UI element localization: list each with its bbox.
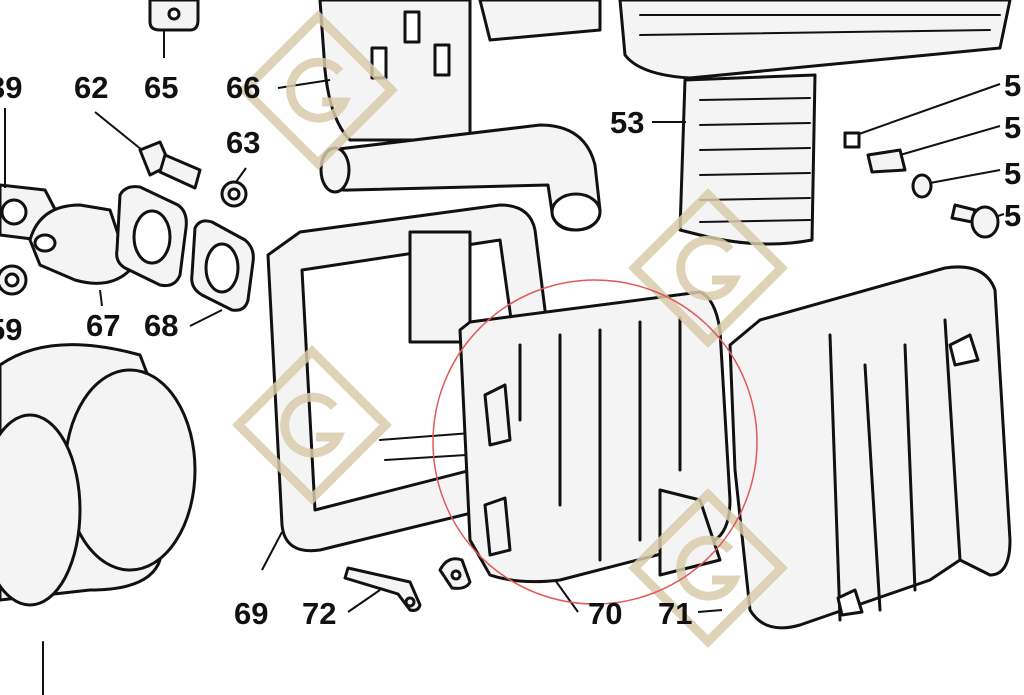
callout-69[interactable]: 69 xyxy=(234,596,268,631)
callout-72[interactable]: 72 xyxy=(302,596,336,631)
part-5-clamp[interactable] xyxy=(866,125,1001,174)
part-67-elbow[interactable] xyxy=(28,203,132,307)
callout-62[interactable]: 62 xyxy=(74,70,108,105)
part-63-nut[interactable] xyxy=(220,167,248,208)
callout-71[interactable]: 71 xyxy=(658,596,692,631)
callout-67[interactable]: 67 xyxy=(86,308,120,343)
g-watermark-icon xyxy=(238,10,398,170)
callout-5d[interactable]: 5 xyxy=(1004,198,1021,233)
part-59-nut[interactable] xyxy=(0,264,28,296)
part-5-bolt[interactable] xyxy=(950,203,1005,239)
callout-68[interactable]: 68 xyxy=(144,308,178,343)
part-72-bracket[interactable] xyxy=(343,557,472,613)
callout-65[interactable]: 65 xyxy=(144,70,178,105)
part-68-gasket[interactable] xyxy=(115,185,255,327)
callout-63[interactable]: 63 xyxy=(226,125,260,160)
part-53-grille[interactable] xyxy=(618,0,1012,246)
part-muffler[interactable] xyxy=(0,343,197,607)
callout-39[interactable]: 39 xyxy=(0,70,22,105)
callout-5b[interactable]: 5 xyxy=(1004,110,1021,145)
part-5-washer[interactable] xyxy=(911,169,1001,199)
callout-5c[interactable]: 5 xyxy=(1004,156,1021,191)
g-watermark-icon xyxy=(628,188,788,348)
part-70-filter-body[interactable] xyxy=(458,290,732,613)
highlight-circle xyxy=(432,279,758,605)
part-71-front-cover[interactable] xyxy=(697,265,1012,630)
g-watermark-icon xyxy=(628,488,788,648)
g-watermark-icon xyxy=(232,345,392,505)
callout-70[interactable]: 70 xyxy=(588,596,622,631)
callout-66[interactable]: 66 xyxy=(226,70,260,105)
callout-5a[interactable]: 5 xyxy=(1004,68,1021,103)
callout-59[interactable]: 59 xyxy=(0,312,22,347)
callout-53[interactable]: 53 xyxy=(610,105,644,140)
part-5-clip[interactable] xyxy=(843,83,1001,149)
part-65-bracket[interactable] xyxy=(148,0,200,58)
part-62-bolt[interactable] xyxy=(94,111,202,190)
part-66-exhaust-pipe[interactable] xyxy=(277,0,602,232)
